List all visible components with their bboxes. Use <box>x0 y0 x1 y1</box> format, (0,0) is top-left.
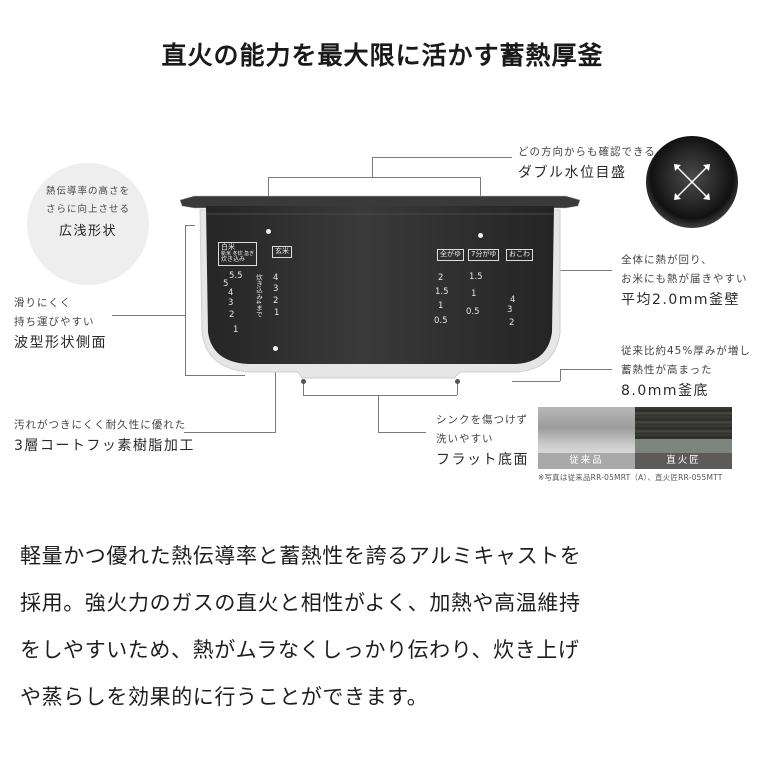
label-hakumai: 白米 新米 冬炊 急ぎ 炊き込み <box>218 242 258 266</box>
water-level-desc: どの方向からも確認できる <box>518 146 656 158</box>
flat-heading: フラット底面 <box>436 452 529 468</box>
bottom-desc-1: 従来比約45%厚みが増し <box>621 345 751 357</box>
jikabi-caption: 直火匠 <box>635 453 732 469</box>
water-level-heading: ダブル水位目盛 <box>518 165 627 181</box>
bottom-heading: 8.0mm釜底 <box>621 383 710 399</box>
leader-water-bracket <box>268 177 480 178</box>
description-line-3: をしやすいため、熱がムラなくしっかり伝わり、炊き上げ <box>20 638 580 662</box>
coating-heading: 3層コートフッ素樹脂加工 <box>14 438 195 454</box>
leader-water-h <box>372 157 512 158</box>
leader-flat-left <box>303 381 304 395</box>
flat-desc-1: シンクを傷つけず <box>436 414 528 426</box>
leader-bottom-h <box>560 369 612 370</box>
coating-callout: 汚れがつきにくく耐久性に優れた 3層コートフッ素樹脂加工 <box>14 416 195 457</box>
leader-flat-v <box>378 395 379 433</box>
side-desc-2: 持ち運びやすい <box>14 316 95 328</box>
inner-pot-image <box>178 192 582 384</box>
leader-flat-bracket <box>303 395 457 396</box>
conventional-caption: 従来品 <box>538 453 635 469</box>
level-okowa-3: 3 <box>507 305 513 315</box>
leader-wall-h <box>560 270 612 271</box>
marker-dot-4 <box>301 379 306 384</box>
wall-desc-1: 全体に熱が回り、 <box>621 254 713 266</box>
level-okowa-4: 4 <box>510 295 516 305</box>
leader-flat-right <box>457 381 458 395</box>
leader-bottom-v <box>560 369 561 381</box>
side-heading: 波型形状側面 <box>14 335 107 351</box>
level-zengayu-1: 1 <box>438 301 444 311</box>
wall-desc-2: お米にも熱が届きやすい <box>621 273 748 285</box>
level-genmai-2: 2 <box>273 296 279 306</box>
marker-dot-5 <box>455 379 460 384</box>
side-callout: 滑りにくく 持ち運びやすい 波型形状側面 <box>14 294 107 354</box>
bottom-desc-2: 蓄熱性が高まった <box>621 364 713 376</box>
level-nanabu-1-5: 1.5 <box>469 272 483 282</box>
leader-side-h <box>112 315 185 316</box>
level-genmai-1: 1 <box>274 308 280 318</box>
level-hakumai-2: 2 <box>229 310 235 320</box>
flat-callout: シンクを傷つけず 洗いやすい フラット底面 <box>436 411 529 471</box>
level-zengayu-1-5: 1.5 <box>435 287 449 297</box>
description-text: 軽量かつ優れた熱伝導率と蓄熱性を誇るアルミキャストを 採用。強火力のガスの直火と… <box>20 533 750 721</box>
label-okowa: おこわ <box>506 249 533 261</box>
leader-side-top <box>185 225 195 226</box>
level-hakumai-5-5: 5.5 <box>229 271 243 281</box>
conventional-pot-photo <box>538 407 635 453</box>
level-hakumai-4: 4 <box>228 288 234 298</box>
marker-dot-1 <box>266 229 271 234</box>
wall-heading: 平均2.0mm釜壁 <box>621 292 741 308</box>
label-nanabugayu: 7分がゆ <box>468 249 500 261</box>
description-line-1: 軽量かつ優れた熱伝導率と蓄熱性を誇るアルミキャストを <box>20 544 582 568</box>
comparison-photos: 従来品 直火匠 <box>538 407 732 469</box>
pot-shape <box>179 195 581 379</box>
wall-callout: 全体に熱が回り、 お米にも熱が届きやすい 平均2.0mm釜壁 <box>621 251 748 311</box>
coating-desc: 汚れがつきにくく耐久性に優れた <box>14 419 187 431</box>
level-nanabu-0-5: 0.5 <box>466 307 480 317</box>
note-hakumai: 炊き込み4まで <box>254 274 263 318</box>
shape-desc-2: さらに向上させる <box>45 204 130 215</box>
leader-coating-h <box>184 432 276 433</box>
shape-desc-1: 熱伝導率の高さを <box>45 186 130 197</box>
bottom-callout: 従来比約45%厚みが増し 蓄熱性が高まった 8.0mm釜底 <box>621 342 751 402</box>
level-zengayu-2: 2 <box>438 273 444 283</box>
label-genmai: 玄米 <box>272 246 292 258</box>
description-line-2: 採用。強火力のガスの直火と相性がよく、加熱や高温維持 <box>20 591 581 615</box>
pot-top-view-image <box>646 136 738 228</box>
level-hakumai-1: 1 <box>233 325 239 335</box>
shape-heading: 広浅形状 <box>58 224 117 239</box>
leader-bottom-h2 <box>512 381 560 382</box>
page-title: 直火の能力を最大限に活かす蓄熱厚釜 <box>161 41 604 70</box>
cross-arrows-icon <box>674 164 710 200</box>
label-zengayu: 全がゆ <box>437 249 464 261</box>
leader-flat-h <box>378 432 426 433</box>
level-hakumai-3: 3 <box>228 298 234 308</box>
marker-dot-2 <box>478 233 483 238</box>
side-desc-1: 滑りにくく <box>14 297 72 309</box>
flat-desc-2: 洗いやすい <box>436 433 494 445</box>
level-okowa-2: 2 <box>509 318 515 328</box>
level-genmai-3: 3 <box>273 284 279 294</box>
leader-coating-v <box>275 348 276 433</box>
level-genmai-4: 4 <box>273 273 279 283</box>
leader-water-v <box>372 157 373 177</box>
level-zengayu-0-5: 0.5 <box>434 316 448 326</box>
photo-footnote: ※写真は従来品RR-05MRT（A）、直火匠RR-055MTT <box>538 473 723 482</box>
leader-side-bottom <box>185 375 245 376</box>
level-nanabu-1: 1 <box>471 289 477 299</box>
marker-dot-3 <box>273 346 278 351</box>
shape-feature-badge: 熱伝導率の高さを さらに向上させる 広浅形状 <box>27 163 149 285</box>
description-line-4: や蒸らしを効果的に行うことができます。 <box>20 685 429 709</box>
jikabi-pot-photo <box>635 407 732 453</box>
leader-side-v <box>185 225 186 375</box>
level-hakumai-5: 5 <box>223 279 229 289</box>
water-level-callout: どの方向からも確認できる ダブル水位目盛 <box>518 143 656 184</box>
